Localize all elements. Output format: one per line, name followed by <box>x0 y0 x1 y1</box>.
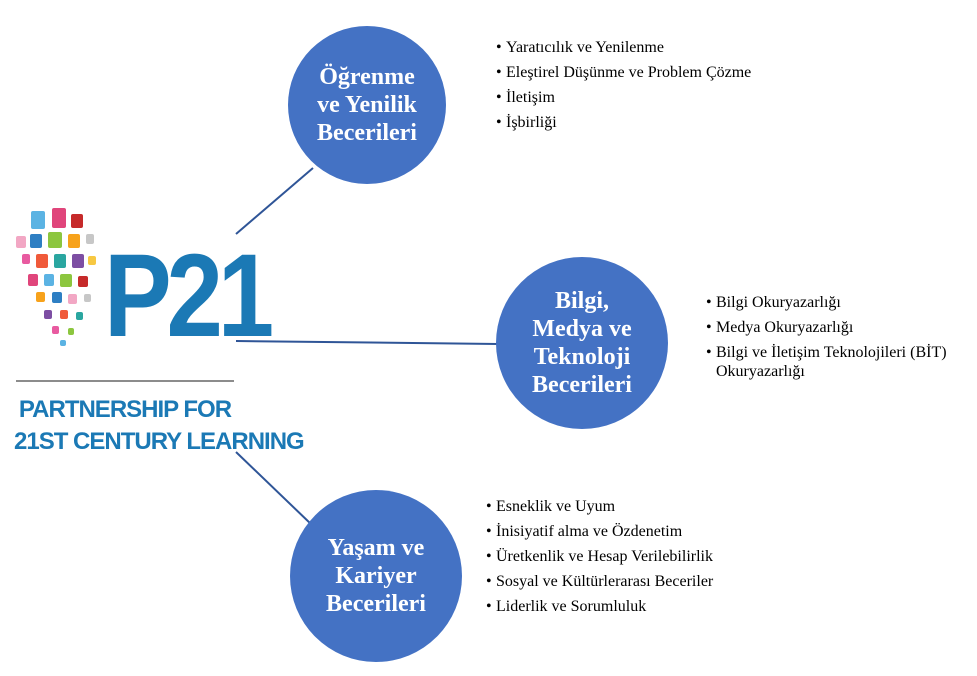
logo-mark: P21 <box>104 230 274 362</box>
logo-caption: PARTNERSHIP FOR 21ST CENTURY LEARNING <box>14 394 305 458</box>
circle-title-line: Becerileri <box>326 591 426 617</box>
circle-title-line: Becerileri <box>317 120 417 146</box>
circle-title-line: Becerileri <box>532 372 632 398</box>
connector-middle <box>235 340 499 345</box>
logo-caption-line-2: 21ST CENTURY LEARNING <box>14 428 305 455</box>
connector-bottom <box>235 451 313 526</box>
circle-title-line: ve Yenilik <box>317 92 417 118</box>
list-item: Bilgi Okuryazarlığı <box>706 293 972 312</box>
list-item: Eleştirel Düşünme ve Problem Çözme <box>496 63 776 82</box>
list-item: İşbirliği <box>496 113 786 132</box>
bullet-list-learning-innovation: Yaratıcılık ve Yenilenme Eleştirel Düşün… <box>496 38 786 138</box>
list-item: Liderlik ve Sorumluluk <box>486 597 776 616</box>
circle-learning-innovation-skills: Öğrenme ve Yenilik Becerileri <box>288 26 446 184</box>
circle-life-career-skills: Yaşam ve Kariyer Becerileri <box>290 490 462 662</box>
circle-information-media-technology-skills: Bilgi, Medya ve Teknoloji Becerileri <box>496 257 668 429</box>
bullet-list-life-career: Esneklik ve Uyum İnisiyatif alma ve Özde… <box>486 497 776 622</box>
circle-title-line: Yaşam ve <box>327 535 425 561</box>
circle-title: Yaşam ve Kariyer Becerileri <box>326 534 426 618</box>
bullet-list-information-media-technology: Bilgi Okuryazarlığı Medya Okuryazarlığı … <box>706 293 972 387</box>
circle-title-line: Kariyer <box>335 563 417 589</box>
list-item: Sosyal ve Kültürlerarası Beceriler <box>486 572 736 591</box>
logo-caption-line-1: PARTNERSHIP FOR <box>18 396 232 423</box>
list-item: Esneklik ve Uyum <box>486 497 776 516</box>
circle-title-line: Medya ve <box>532 316 632 342</box>
list-item: İnisiyatif alma ve Özdenetim <box>486 522 776 541</box>
list-item: Yaratıcılık ve Yenilenme <box>496 38 786 57</box>
circle-title-line: Teknoloji <box>533 344 631 370</box>
circle-title-line: Öğrenme <box>319 64 415 90</box>
list-item: Üretkenlik ve Hesap Verilebilirlik <box>486 547 716 566</box>
circle-title: Öğrenme ve Yenilik Becerileri <box>317 63 417 147</box>
p21-logo: P21 PARTNERSHIP FOR 21ST CENTURY LEARNIN… <box>14 204 305 474</box>
connector-top <box>235 167 314 235</box>
circle-title-line: Bilgi, <box>554 288 609 314</box>
list-item: Bilgi ve İletişim Teknolojileri (BİT) Ok… <box>706 343 977 381</box>
list-item: Medya Okuryazarlığı <box>706 318 972 337</box>
circle-title: Bilgi, Medya ve Teknoloji Becerileri <box>532 287 632 399</box>
list-item: İletişim <box>496 88 786 107</box>
logo-divider <box>16 380 234 382</box>
